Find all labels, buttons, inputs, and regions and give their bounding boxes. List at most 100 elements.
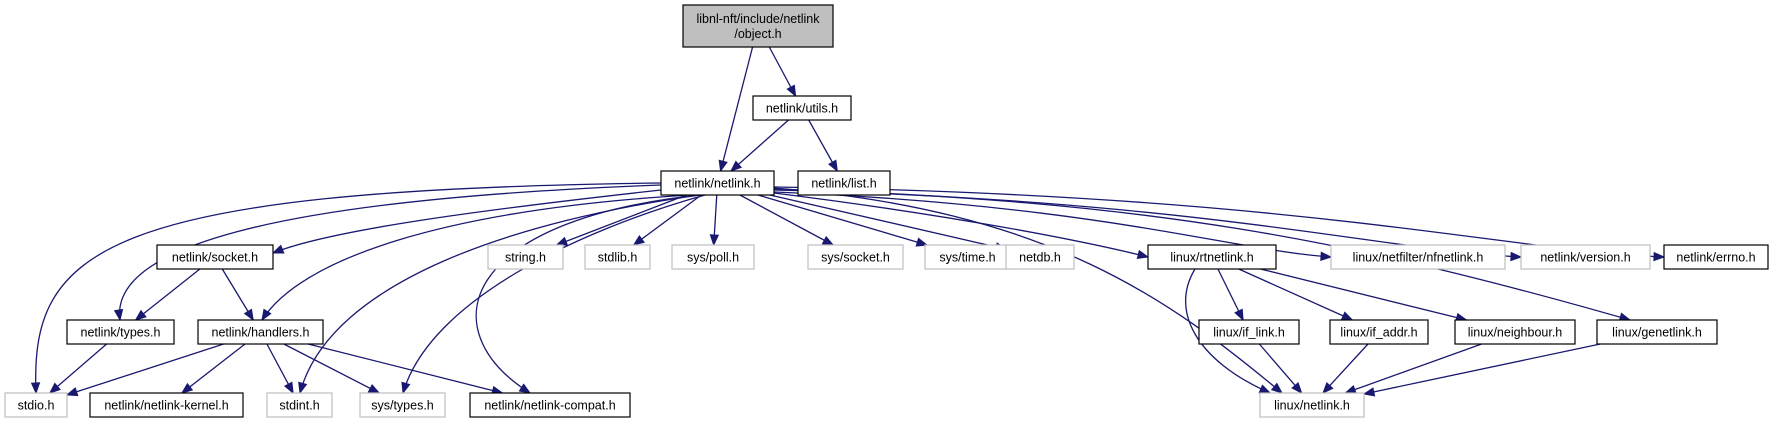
edge-ifaddr-h-to-linuxnetlink-h-arrowhead xyxy=(1322,382,1334,394)
node-box xyxy=(797,170,891,196)
edge-netlink-h-to-poll-h xyxy=(709,194,720,247)
edge-netlink-h-to-nfnetlink-h-arrowhead xyxy=(1320,251,1333,262)
edge-rtnetlink-h-to-iflink-h-arrowhead xyxy=(1234,308,1244,322)
edge-netlink-h-to-string-h-arrowhead xyxy=(555,236,569,246)
node-box xyxy=(1596,319,1718,345)
node-genetlink-h[interactable]: linux/genetlink.h xyxy=(1596,319,1718,345)
node-list-h[interactable]: netlink/list.h xyxy=(797,170,891,196)
edge-socket-h-to-handlers-h-arrowhead xyxy=(243,308,254,322)
edge-object-h-to-netlink-h-arrowhead xyxy=(718,159,728,173)
node-neighbour-h[interactable]: linux/neighbour.h xyxy=(1454,319,1576,345)
node-label: stdint.h xyxy=(279,399,319,413)
edge-netlink-h-to-handlers-h-line xyxy=(261,194,691,321)
edge-ifaddr-h-to-linuxnetlink-h-line xyxy=(1322,343,1369,394)
edge-netlink-h-to-stdlib-h xyxy=(632,194,702,246)
edge-genetlink-h-to-linuxnetlink-h xyxy=(1362,343,1601,397)
nodes-layer: libnl-nft/include/netlink/object.h netlin… xyxy=(4,4,1769,418)
node-label: string.h xyxy=(505,251,546,265)
node-box xyxy=(752,95,852,121)
node-box xyxy=(266,392,333,418)
node-nlcompat-h[interactable]: netlink/netlink-compat.h xyxy=(469,392,631,418)
edge-types-h-to-stdio-h-line xyxy=(49,343,108,394)
node-box xyxy=(671,244,755,270)
node-box xyxy=(359,392,446,418)
node-label: libnl-nft/include/netlink xyxy=(697,12,821,26)
node-stdio-h: stdio.h xyxy=(4,392,68,418)
edge-netlink-h-to-types-h xyxy=(113,184,662,322)
node-box xyxy=(66,319,175,345)
node-box xyxy=(1198,319,1300,345)
node-errno-h[interactable]: netlink/errno.h xyxy=(1663,244,1769,270)
node-label: netdb.h xyxy=(1019,251,1061,265)
edge-netlink-h-to-systime-h-line xyxy=(757,194,928,246)
edge-utils-h-to-netlink-h-line xyxy=(730,119,789,172)
edge-object-h-to-utils-h xyxy=(768,46,797,98)
edge-types-h-to-stdio-h xyxy=(48,343,108,394)
edge-genetlink-h-to-linuxnetlink-h-line xyxy=(1363,343,1601,395)
node-iflink-h[interactable]: linux/if_link.h xyxy=(1198,319,1300,345)
node-box xyxy=(1520,244,1651,270)
edge-iflink-h-to-linuxnetlink-h-arrowhead xyxy=(1291,381,1303,395)
edge-utils-h-to-netlink-h-arrowhead xyxy=(730,160,743,172)
edge-netlink-h-to-genetlink-h-line xyxy=(773,188,1631,321)
node-utils-h[interactable]: netlink/utils.h xyxy=(752,95,852,121)
edge-netlink-h-to-linuxnetlink-h xyxy=(773,187,1284,394)
edge-iflink-h-to-linuxnetlink-h-line xyxy=(1258,343,1303,394)
node-netlink-h[interactable]: netlink/netlink.h xyxy=(660,170,775,196)
node-label: /object.h xyxy=(734,27,781,41)
node-netdb-h: netdb.h xyxy=(1005,244,1075,270)
node-label: netlink/utils.h xyxy=(766,102,838,116)
edge-handlers-h-to-nlkernel-h-line xyxy=(181,343,246,394)
edge-iflink-h-to-linuxnetlink-h xyxy=(1258,343,1303,395)
edge-netlink-h-to-handlers-h xyxy=(261,194,691,322)
edge-handlers-h-to-nlcompat-h-line xyxy=(307,343,503,394)
node-nlkernel-h[interactable]: netlink/netlink-kernel.h xyxy=(89,392,244,418)
node-ifaddr-h[interactable]: linux/if_addr.h xyxy=(1329,319,1429,345)
edge-netlink-h-to-poll-h-arrowhead xyxy=(709,234,720,247)
node-label: netlink/netlink-kernel.h xyxy=(104,399,228,413)
edge-object-h-to-utils-h-arrowhead xyxy=(786,84,797,98)
node-label: linux/if_link.h xyxy=(1213,326,1285,340)
node-label: netlink/socket.h xyxy=(172,251,258,265)
node-systime-h: sys/time.h xyxy=(924,244,1011,270)
node-label: sys/time.h xyxy=(939,251,995,265)
edge-rtnetlink-h-to-ifaddr-h-line xyxy=(1238,268,1353,321)
node-handlers-h[interactable]: netlink/handlers.h xyxy=(197,319,324,345)
node-nfnetlink-h: linux/netfilter/nfnetlink.h xyxy=(1330,244,1506,270)
edge-netlink-h-to-string-h-line xyxy=(556,194,687,246)
node-syssocket-h: sys/socket.h xyxy=(807,244,904,270)
node-box xyxy=(1005,244,1075,270)
edge-netlink-h-to-netdb-h xyxy=(769,194,1008,252)
node-object-h[interactable]: libnl-nft/include/netlink/object.h xyxy=(682,4,834,48)
edge-netlink-h-to-systypes-h xyxy=(401,194,706,395)
edge-rtnetlink-h-to-neighbour-h-line xyxy=(1260,268,1467,321)
edge-handlers-h-to-systypes-h-line xyxy=(283,343,380,394)
node-box xyxy=(682,4,834,48)
edge-utils-h-to-list-h-arrowhead xyxy=(828,159,838,173)
edge-netlink-h-to-socket-h xyxy=(271,189,662,254)
edge-handlers-h-to-stdint-h-arrowhead xyxy=(283,381,294,395)
node-box xyxy=(1454,319,1576,345)
edge-netlink-h-to-handlers-h-arrowhead xyxy=(261,308,272,322)
node-box xyxy=(197,319,324,345)
node-box xyxy=(1330,244,1506,270)
node-socket-h[interactable]: netlink/socket.h xyxy=(156,244,274,270)
node-types-h[interactable]: netlink/types.h xyxy=(66,319,175,345)
edge-socket-h-to-types-h-line xyxy=(135,268,201,321)
node-box xyxy=(156,244,274,270)
node-label: stdlib.h xyxy=(598,251,638,265)
edge-netlink-h-to-nlcompat-h xyxy=(475,194,701,394)
node-box xyxy=(469,392,631,418)
edge-utils-h-to-netlink-h xyxy=(730,119,789,172)
edge-netlink-h-to-systypes-h-arrowhead xyxy=(401,381,411,395)
edge-handlers-h-to-stdint-h xyxy=(266,343,294,395)
node-label: linux/genetlink.h xyxy=(1612,326,1702,340)
edge-handlers-h-to-stdio-h xyxy=(65,343,224,397)
node-box xyxy=(1663,244,1769,270)
edge-netlink-h-to-syssocket-h-arrowhead xyxy=(821,235,835,246)
edge-netlink-h-to-rtnetlink-h-arrowhead xyxy=(1136,249,1150,260)
edge-handlers-h-to-nlkernel-h xyxy=(180,343,246,394)
node-box xyxy=(1259,392,1365,418)
node-rtnetlink-h[interactable]: linux/rtnetlink.h xyxy=(1147,244,1277,270)
